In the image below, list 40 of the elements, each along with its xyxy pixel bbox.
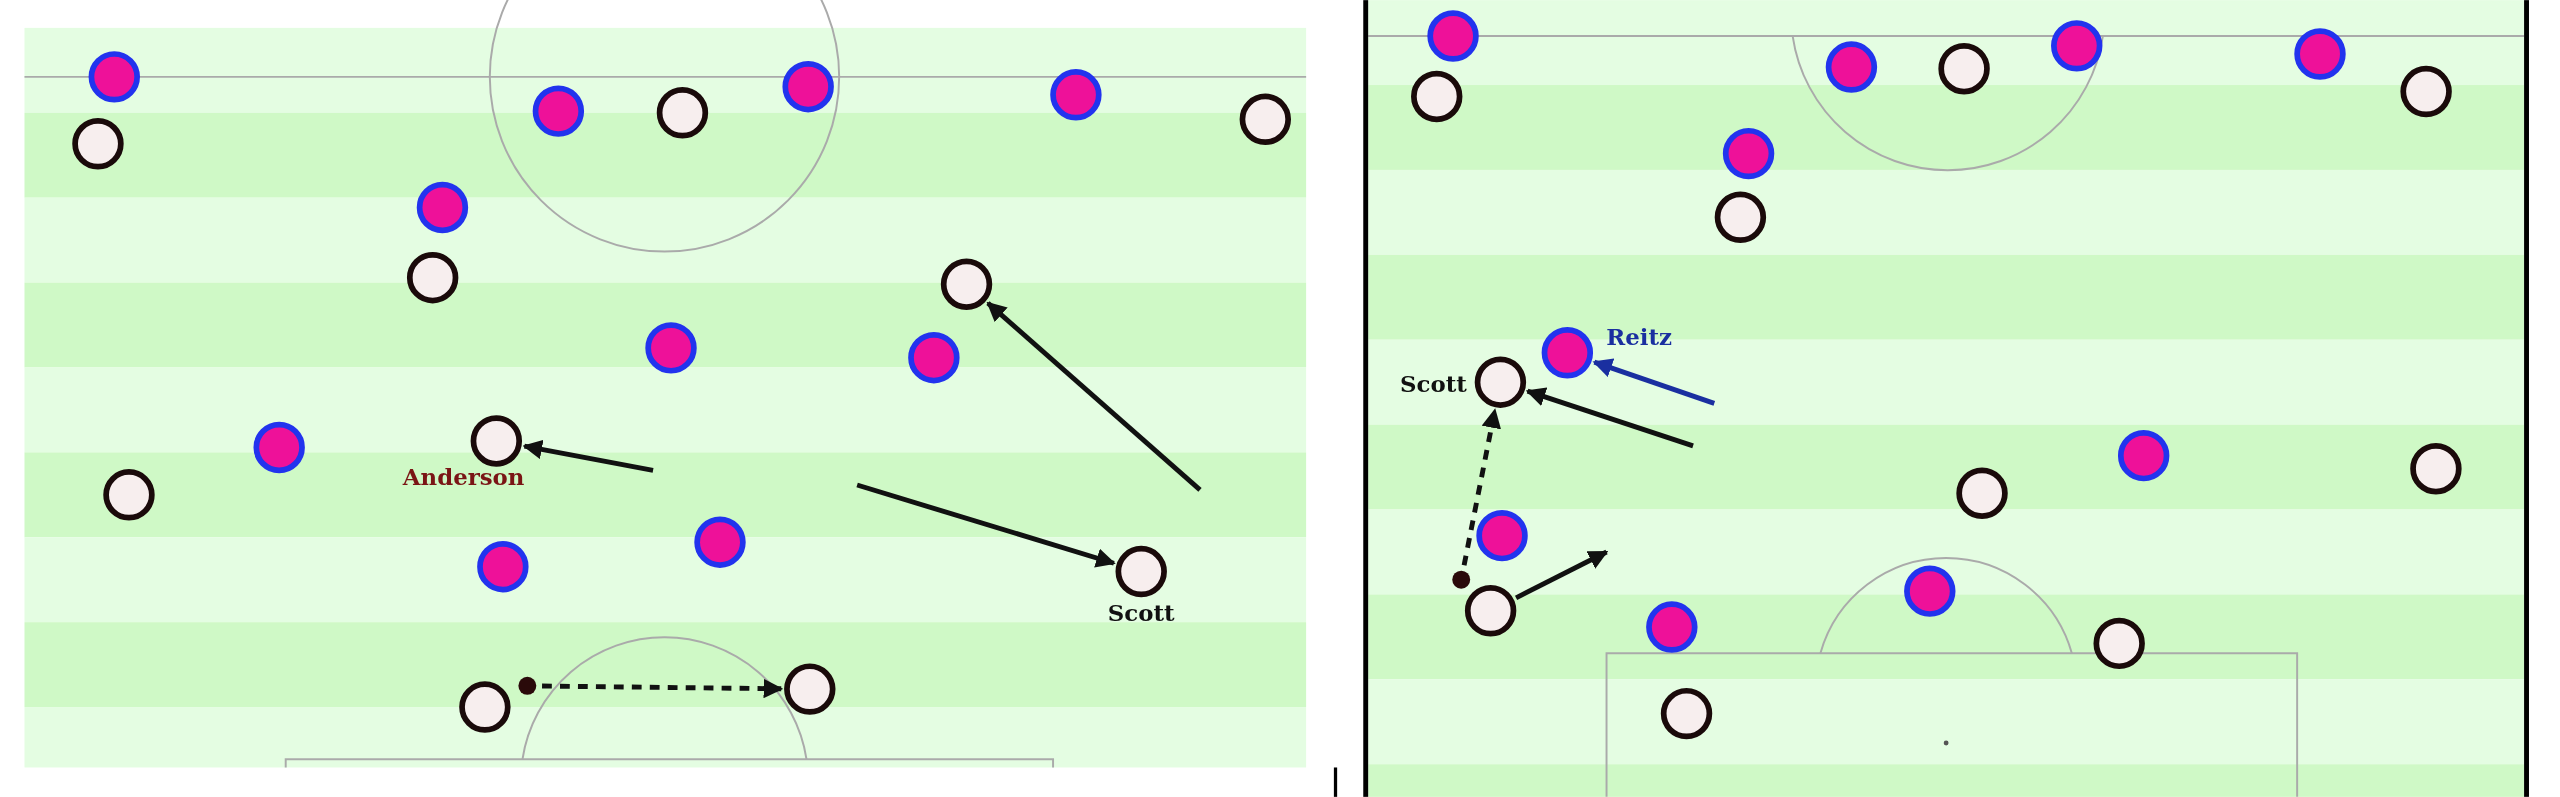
arrow [1515,549,1609,600]
arrow [1525,387,1694,449]
player-marker [88,51,140,103]
player-marker [656,87,709,139]
player-name: Scott [1400,370,1467,397]
player-marker [940,258,993,310]
player-name: Anderson [402,464,525,491]
player-marker [2093,617,2145,670]
player-marker [72,118,124,170]
player-marker [1956,467,2008,519]
player-marker [1427,10,1479,62]
player-marker [1825,41,1878,93]
arrow [856,482,1116,568]
ball [1452,570,1471,589]
player-marker [2400,65,2452,118]
player-marker [694,516,746,568]
player-marker [2294,28,2346,80]
arrow [522,439,654,473]
player-marker [416,181,469,234]
arrow [986,301,1202,492]
player-marker [1464,585,1517,637]
player-marker [1722,127,1775,180]
player-marker [406,251,459,304]
player-name: Scott [1107,599,1175,626]
player-marker [253,421,305,474]
player-marker [1239,93,1291,146]
ball [518,676,537,695]
player-marker [645,322,697,374]
player-marker [470,415,523,467]
arrow [542,678,784,699]
player-marker [1714,191,1767,243]
player-marker [1411,70,1463,123]
player-marker [532,85,585,137]
arrow [1461,408,1502,566]
player-marker [1474,356,1527,408]
player-name: Reitz [1606,323,1673,350]
player-marker [1660,687,1713,740]
arrow [1592,358,1716,406]
player-marker [1115,545,1167,598]
player-marker [459,681,511,733]
